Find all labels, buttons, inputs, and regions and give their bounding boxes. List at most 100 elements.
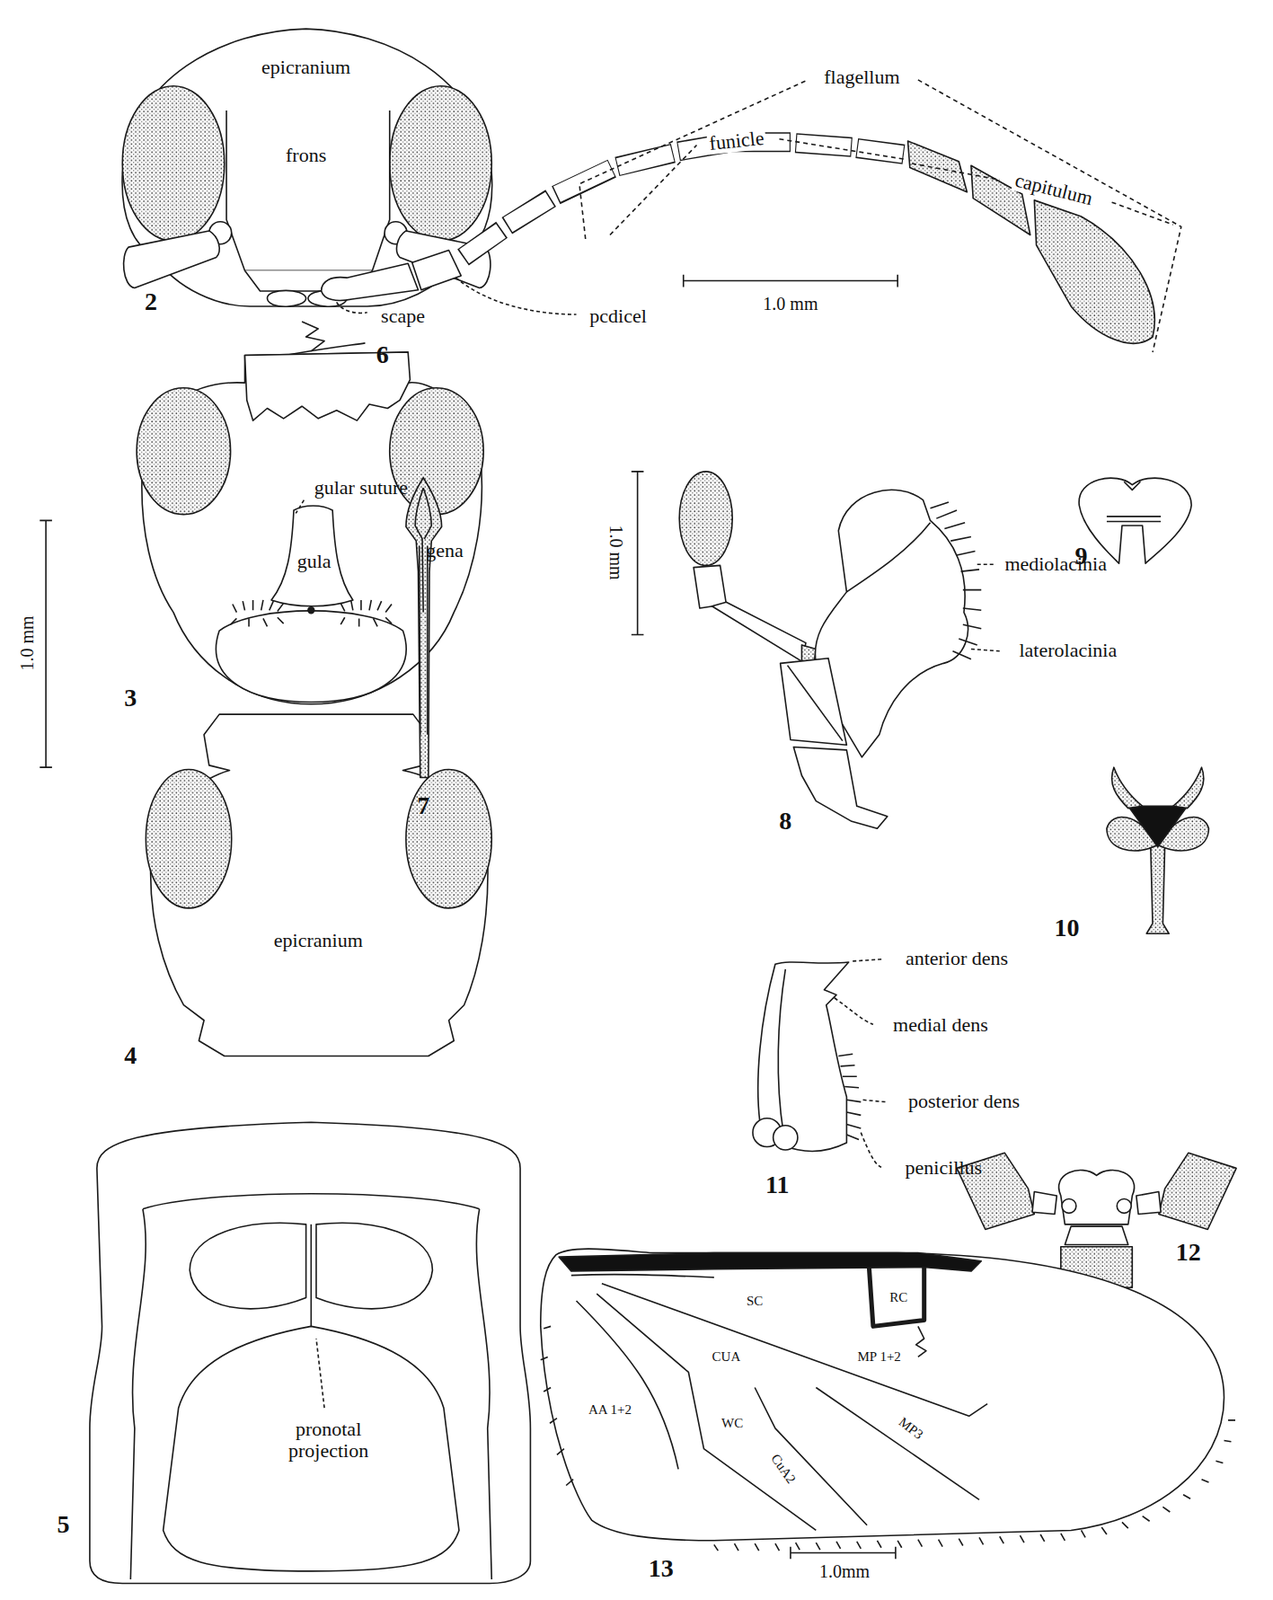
antenna: [456, 277, 577, 315]
part-label: capitulum: [1010, 168, 1097, 211]
antenna: [462, 141, 904, 257]
head-ventral-view: [295, 500, 304, 514]
rostral-sclerite: [406, 477, 443, 778]
scale-label: 1.0 mm: [762, 293, 818, 314]
figure-number: 6: [376, 341, 389, 370]
scale-bar: [39, 520, 53, 768]
head-frontal-view: [122, 28, 493, 360]
head-dorsal-view: [145, 714, 492, 1056]
hind-wing: [540, 1326, 574, 1486]
antenna: [579, 79, 808, 239]
part-label: scape: [380, 305, 425, 328]
labium: [1136, 1192, 1161, 1215]
scale-bar: [790, 1547, 896, 1560]
figure-number: 12: [1175, 1238, 1202, 1267]
antenna: [1112, 202, 1174, 225]
part-label: flagellum: [823, 66, 900, 89]
head-ventral-view: [216, 610, 407, 703]
antenna: [462, 141, 904, 257]
pronotum: [316, 1338, 325, 1408]
spermatheca: [1112, 767, 1143, 808]
figure-number: 7: [416, 792, 430, 821]
antenna: [911, 163, 1000, 180]
labium: [1061, 1198, 1077, 1213]
sclerite-heart: [1106, 516, 1161, 522]
mandible: [773, 1125, 798, 1150]
part-label: gula: [297, 549, 332, 572]
mandible: [863, 1099, 886, 1102]
hind-wing: [571, 1274, 715, 1278]
hind-wing: [576, 1300, 680, 1469]
head-dorsal-view: [145, 769, 231, 908]
scale-label: 1.0 mm: [17, 616, 37, 672]
vein-label: MP3: [894, 1413, 928, 1443]
sclerite-heart: [1078, 477, 1192, 564]
scale-bar: [790, 1547, 896, 1560]
mandible: [860, 1132, 882, 1168]
antenna: [321, 79, 1182, 353]
part-label: posterior dens: [908, 1090, 1020, 1113]
part-label: pcdicel: [589, 305, 647, 328]
hind-wing: [540, 1248, 1236, 1551]
labium: [1116, 1198, 1132, 1213]
spermatheca: [1173, 767, 1204, 808]
sclerite-heart: [1123, 481, 1141, 490]
mandible: [838, 1053, 861, 1140]
part-label: anterior dens: [905, 947, 1008, 970]
mandible: [834, 998, 874, 1026]
head-frontal-view: [122, 86, 225, 242]
scale-bar: [631, 471, 645, 636]
labium: [1059, 1170, 1135, 1225]
hind-wing: [714, 1420, 1236, 1551]
vein-label: CUA: [712, 1349, 742, 1365]
vein-label: WC: [721, 1415, 743, 1432]
maxilla: [712, 601, 806, 662]
hind-wing: [868, 1267, 924, 1327]
antenna: [464, 141, 903, 257]
part-label: gena: [425, 539, 464, 562]
head-ventral-view: [271, 505, 354, 607]
maxilla: [780, 658, 848, 746]
figure-number: 3: [123, 683, 137, 712]
figure-number: 11: [765, 1171, 789, 1200]
mandible: [777, 969, 786, 1133]
maxilla: [793, 746, 887, 829]
maxilla: [679, 471, 1000, 829]
scale-bar: [683, 274, 898, 288]
morphology-plate: [39, 28, 1237, 1583]
maxilla: [930, 502, 982, 660]
hind-wing: [601, 1283, 988, 1417]
part-label: gular suture: [314, 477, 408, 499]
head-ventral-view: [308, 607, 315, 614]
part-label: pronotal projection: [262, 1418, 396, 1462]
figure-number: 10: [1054, 914, 1080, 943]
maxilla: [679, 471, 733, 566]
figure-number: 5: [56, 1511, 70, 1539]
head-frontal-view: [123, 230, 221, 289]
antenna: [464, 141, 903, 257]
pronotum: [189, 1222, 306, 1309]
part-label: funicle: [706, 126, 767, 155]
antenna: [908, 141, 968, 193]
antenna: [321, 263, 419, 301]
part-label: laterolacinia: [1018, 639, 1117, 662]
vein-label: CuA2: [767, 1449, 800, 1488]
pronotum: [316, 1222, 433, 1309]
mandible: [752, 959, 886, 1168]
head-dorsal-view: [406, 769, 492, 908]
part-label: epicranium: [261, 56, 351, 79]
rostral-sclerite: [406, 477, 443, 778]
part-label: frons: [285, 144, 327, 167]
maxilla: [787, 665, 843, 742]
hind-wing: [815, 1387, 980, 1501]
head-frontal-view: [122, 28, 493, 307]
vein-label: MP 1+2: [857, 1349, 902, 1365]
head-ventral-view: [230, 600, 284, 628]
vein-label: RC: [889, 1290, 908, 1306]
antenna: [1034, 200, 1155, 344]
head-frontal-view: [226, 110, 390, 271]
head-frontal-view: [389, 86, 493, 242]
maxilla: [977, 563, 995, 566]
figure-number: 2: [144, 288, 158, 317]
hind-wing: [754, 1387, 867, 1526]
